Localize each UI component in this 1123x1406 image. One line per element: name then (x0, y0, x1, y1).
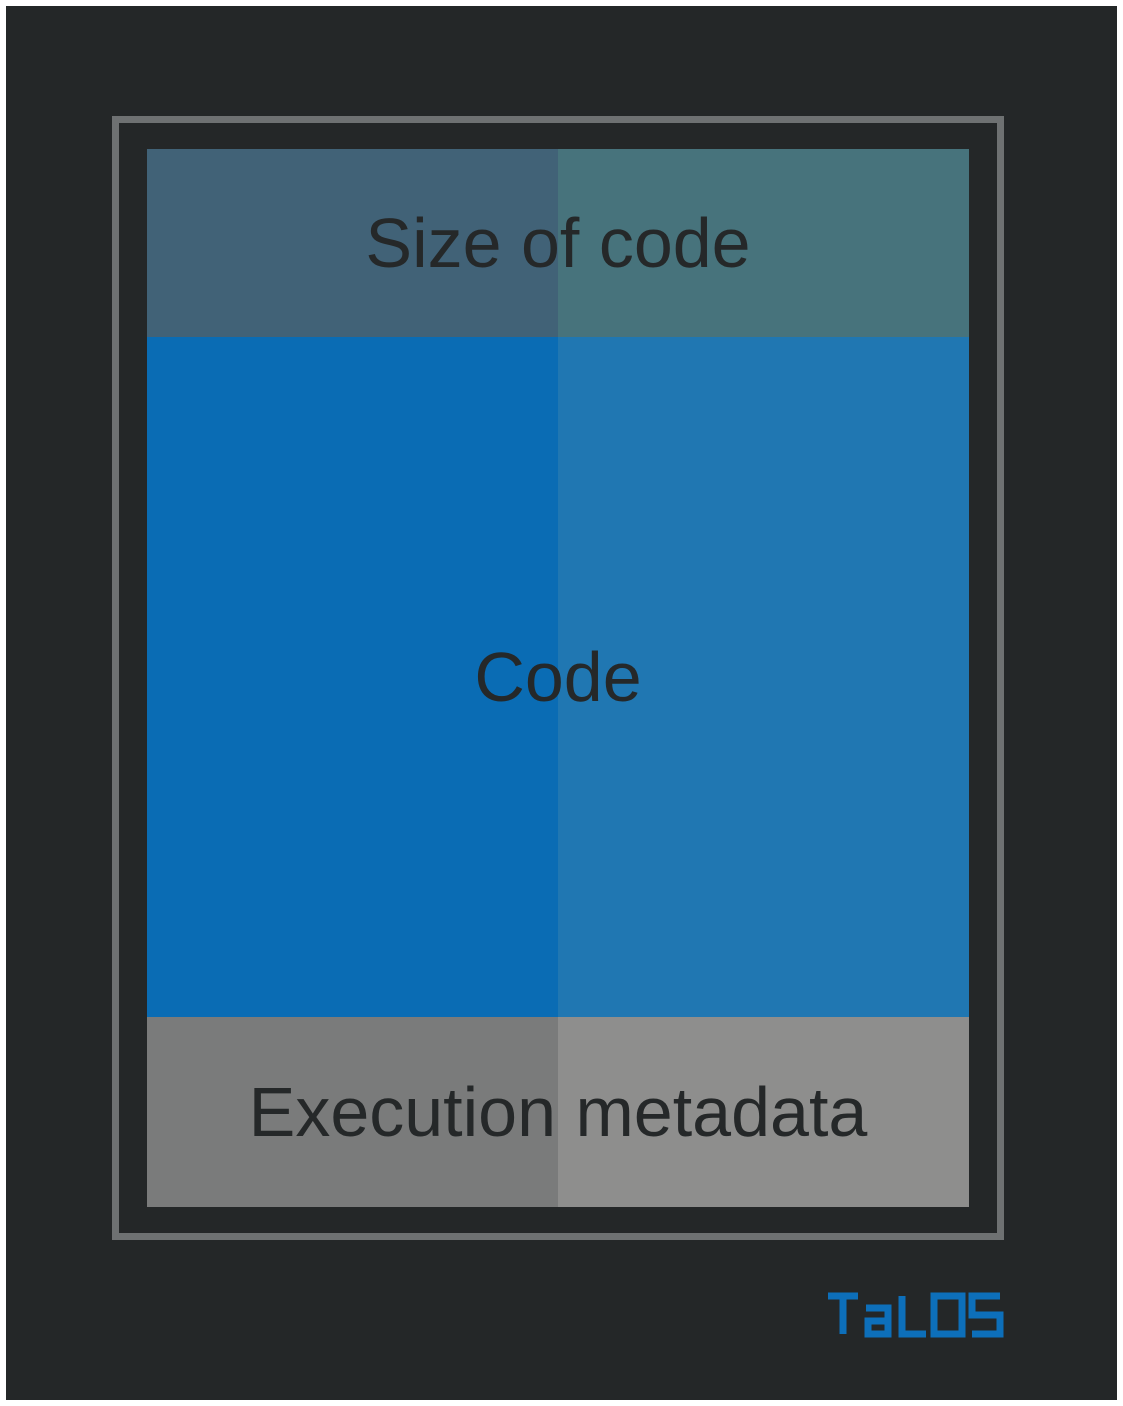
talos-logo (828, 1292, 1004, 1338)
code-right-half (558, 337, 969, 1017)
execution-metadata-block: Execution metadata (147, 1017, 969, 1207)
logo-letter-l (898, 1296, 926, 1338)
logo-letter-t (828, 1292, 858, 1334)
outer-frame (112, 116, 1004, 1240)
size-of-code-left-half (147, 149, 558, 337)
code-left-half (147, 337, 558, 1017)
size-of-code-block: Size of code (147, 149, 969, 337)
size-of-code-right-half (558, 149, 969, 337)
logo-letter-o (930, 1292, 966, 1338)
size-of-code-label: Size of code (365, 204, 751, 282)
logo-letter-s (968, 1292, 1004, 1338)
code-block: Code (147, 337, 969, 1017)
execution-metadata-label: Execution metadata (248, 1073, 868, 1151)
execution-metadata-left-half (147, 1017, 558, 1207)
code-label: Code (474, 638, 642, 716)
execution-metadata-right-half (558, 1017, 969, 1207)
logo-letter-a (864, 1304, 892, 1338)
